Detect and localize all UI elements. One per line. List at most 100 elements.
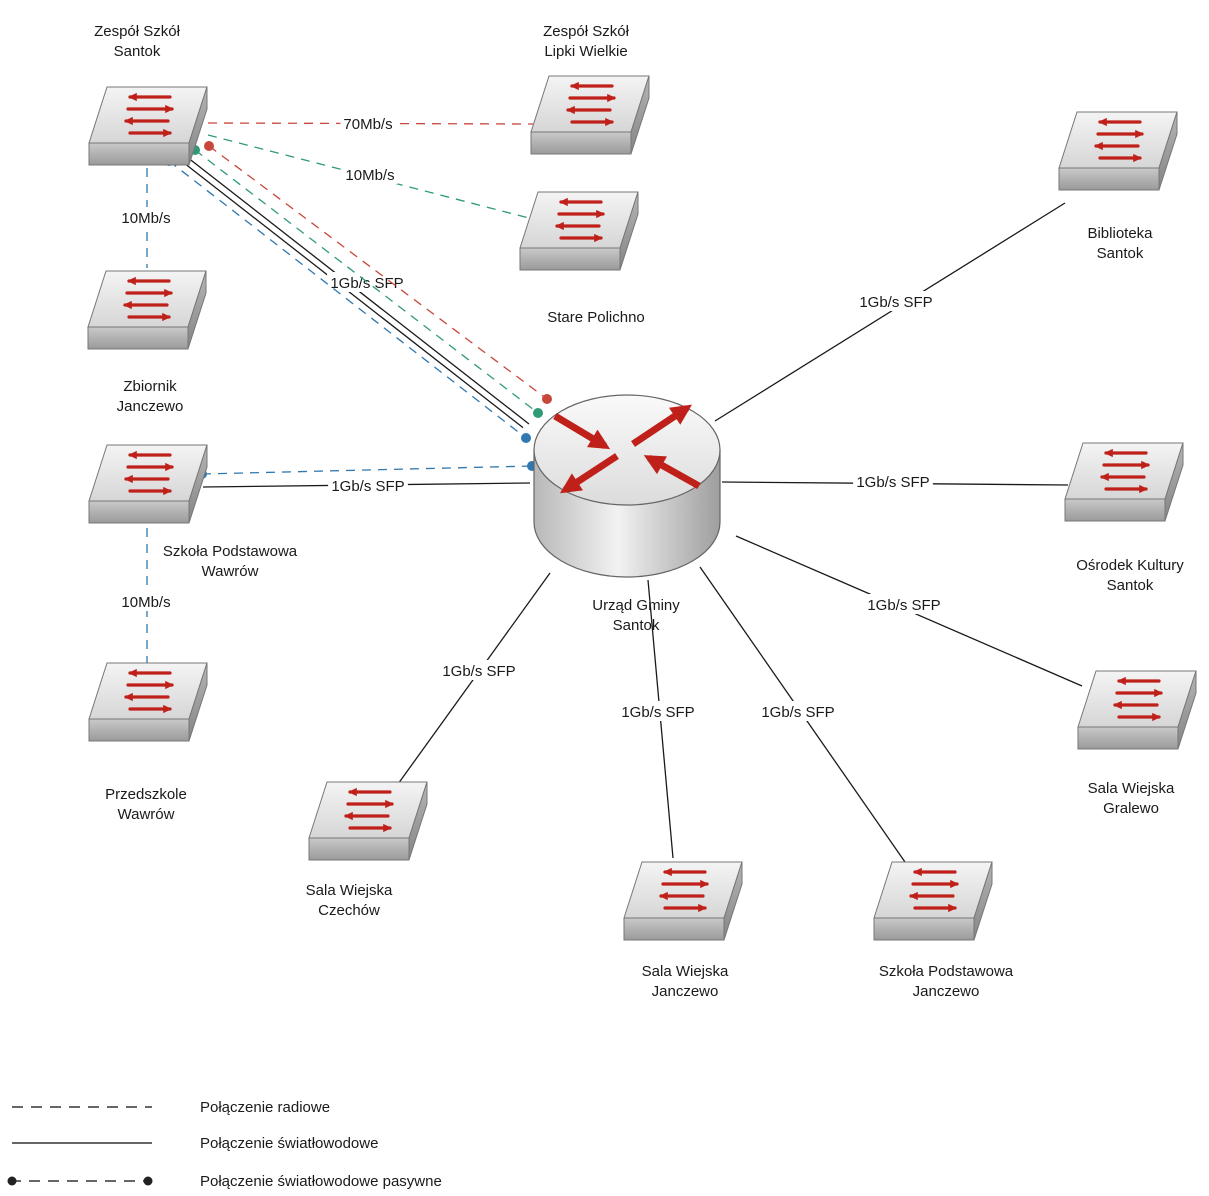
switch-icon: [623, 861, 743, 941]
node-label: Sala Wiejska: [642, 963, 729, 980]
link-speed-label: 1Gb/s SFP: [856, 474, 929, 491]
node-label: Zespół Szkół: [543, 23, 630, 40]
legend-label: Połączenie światłowodowe: [200, 1135, 378, 1152]
node-label: Szkoła Podstawowa: [879, 963, 1014, 980]
link-zs_santok-urzad-passive: [164, 156, 531, 443]
link-speed-label: 10Mb/s: [345, 167, 394, 184]
link-label-bg: [342, 164, 398, 184]
node-label: Janczewo: [652, 983, 719, 1000]
link-label-bg: [864, 594, 944, 614]
node-label: Janczewo: [117, 398, 184, 415]
link-urzad-sp_janczewo-fiber: 1Gb/s SFP: [699, 566, 906, 863]
link-label-bg: [618, 701, 698, 721]
node-label: Zespół Szkół: [94, 23, 181, 40]
link-label-bg: [118, 591, 174, 611]
link-speed-label: 1Gb/s SFP: [442, 663, 515, 680]
node-stare-polichno: Stare Polichno: [519, 191, 645, 326]
link-zs_santok-stare_polichno-radio: 10Mb/s: [207, 134, 534, 220]
link-urzad-osrodek-fiber: 1Gb/s SFP: [721, 471, 1069, 491]
legend-item-passive: Połączenie światłowodowe pasywne: [7, 1173, 442, 1190]
legend-label: Połączenie radiowe: [200, 1099, 330, 1116]
link-speed-label: 1Gb/s SFP: [761, 704, 834, 721]
node-label: Czechów: [318, 902, 380, 919]
link-urzad-sw_janczewo-fiber: 1Gb/s SFP: [618, 579, 698, 859]
link-urzad-sw_gralewo-fiber: 1Gb/s SFP: [735, 535, 1083, 687]
node-label: Zbiornik: [123, 378, 177, 395]
legend-item-fiber: Połączenie światłowodowe: [12, 1135, 378, 1152]
node-label: Wawrów: [202, 563, 259, 580]
node-label: Ośrodek Kultury: [1076, 557, 1184, 574]
link-sp_wawrow-urzad-fiber: 1Gb/s SFP: [202, 475, 531, 495]
link-speed-label: 1Gb/s SFP: [621, 704, 694, 721]
node-label: Santok: [1097, 245, 1144, 262]
node-label: Stare Polichno: [547, 309, 645, 326]
node-label: Janczewo: [913, 983, 980, 1000]
node-label: Przedszkole: [105, 786, 187, 803]
node-label: Santok: [114, 43, 161, 60]
link-label-bg: [758, 701, 838, 721]
switch-icon: [87, 270, 207, 350]
node-label: Sala Wiejska: [306, 882, 393, 899]
switch-icon: [519, 191, 639, 271]
node-label: Sala Wiejska: [1088, 780, 1175, 797]
legend-dot: [7, 1176, 17, 1186]
switch-icon: [1077, 670, 1197, 750]
legend-label: Połączenie światłowodowe pasywne: [200, 1173, 442, 1190]
link-zs_santok-urzad-passive: [204, 141, 552, 404]
link-urzad-biblioteka-fiber: 1Gb/s SFP: [714, 202, 1066, 422]
link-zs_santok-zbiornik-radio: 10Mb/s: [118, 168, 174, 268]
link-endpoint-dot: [533, 408, 543, 418]
link-zs_santok-zs_lipki-radio: 70Mb/s: [207, 113, 534, 133]
link-sp_wawrow-przedszkole-radio: 10Mb/s: [118, 528, 174, 663]
link-line: [208, 145, 548, 400]
switch-icon: [530, 75, 650, 155]
link-speed-label: 10Mb/s: [121, 594, 170, 611]
node-label: Gralewo: [1103, 800, 1159, 817]
link-speed-label: 1Gb/s SFP: [331, 478, 404, 495]
switch-icon: [1064, 442, 1184, 522]
link-line: [168, 160, 527, 439]
link-label-bg: [328, 475, 408, 495]
link-label-bg: [118, 207, 174, 227]
switch-icon: [88, 86, 208, 166]
link-speed-label: 1Gb/s SFP: [859, 294, 932, 311]
link-line: [201, 465, 533, 475]
switch-icon: [88, 444, 208, 524]
link-label-bg: [853, 471, 933, 491]
switch-icon: [873, 861, 993, 941]
node-label: Biblioteka: [1087, 225, 1153, 242]
legend-dot: [143, 1176, 153, 1186]
router-icon: [533, 394, 721, 578]
link-line: [194, 149, 539, 414]
node-label: Urząd Gminy: [592, 597, 680, 614]
link-speed-label: 1Gb/s SFP: [330, 275, 403, 292]
node-label: Santok: [1107, 577, 1154, 594]
link-endpoint-dot: [204, 141, 214, 151]
switch-icon: [1058, 111, 1178, 191]
node-label: Szkoła Podstawowa: [163, 543, 298, 560]
link-speed-label: 1Gb/s SFP: [867, 597, 940, 614]
link-label-bg: [340, 113, 396, 133]
legend-item-radio: Połączenie radiowe: [12, 1099, 330, 1116]
link-line: [714, 202, 1066, 422]
switch-icon: [88, 662, 208, 742]
link-endpoint-dot: [521, 433, 531, 443]
node-label: Lipki Wielkie: [544, 43, 627, 60]
link-speed-label: 10Mb/s: [121, 210, 170, 227]
link-zs_santok-urzad-passive: [190, 145, 543, 418]
link-label-bg: [439, 660, 519, 680]
